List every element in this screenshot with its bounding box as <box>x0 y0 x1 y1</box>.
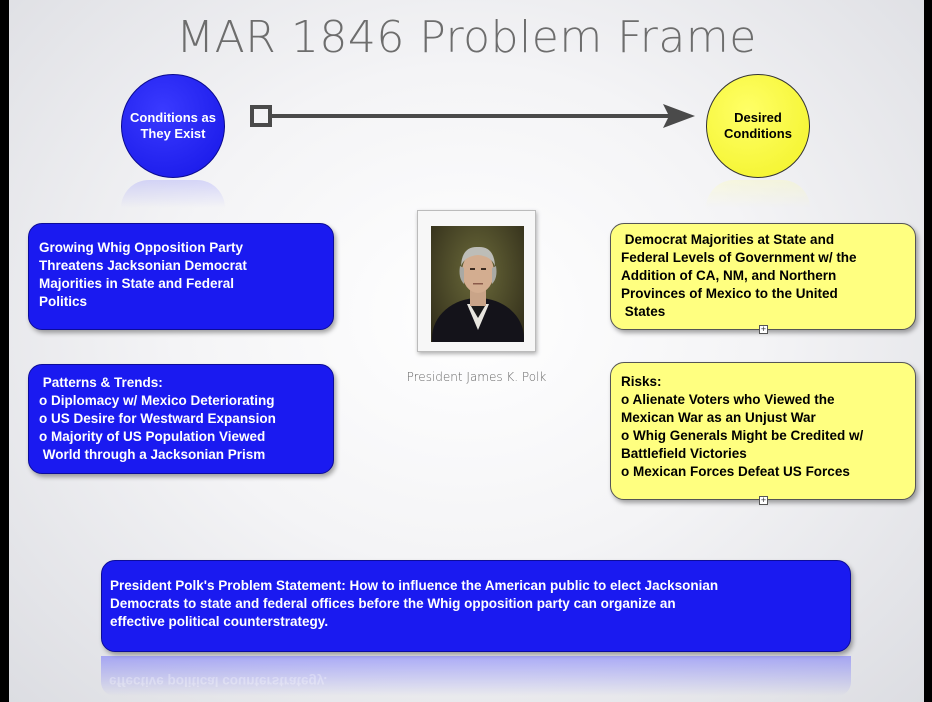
box-line: o Whig Generals Might be Credited w/ <box>621 428 864 443</box>
reflection-text: effective political counterstrategy. <box>109 674 328 689</box>
box-line: Threatens Jacksonian Democrat <box>39 258 247 273</box>
box-line: States <box>621 304 666 319</box>
slide-title: MAR 1846 Problem Frame <box>176 12 757 63</box>
desired-circle-line: Desired <box>734 110 782 125</box>
problem-statement-box[interactable]: President Polk's Problem Statement: How … <box>101 560 851 652</box>
conditions-circle[interactable]: Conditions as They Exist <box>121 74 225 178</box>
box-line: Majorities in State and Federal <box>39 276 235 291</box>
expand-icon[interactable]: + <box>759 324 768 334</box>
box-line: o Alienate Voters who Viewed the <box>621 392 835 407</box>
box-line: Patterns & Trends: <box>39 375 163 390</box>
box-line: Risks: <box>621 374 662 389</box>
growing-whig-box[interactable]: Growing Whig Opposition Party Threatens … <box>28 223 334 330</box>
arrowhead-icon <box>663 104 695 128</box>
box-line: Democrats to state and federal offices b… <box>110 596 676 611</box>
box-line: Growing Whig Opposition Party <box>39 240 243 255</box>
polk-portrait <box>431 226 524 342</box>
portrait-figure-icon <box>432 246 524 342</box>
box-line: Battlefield Victories <box>621 446 747 461</box>
box-line: President Polk's Problem Statement: How … <box>110 578 719 593</box>
box-line: o Diplomacy w/ Mexico Deteriorating <box>39 393 275 408</box>
connector-arrow <box>250 104 695 128</box>
box-line: o US Desire for Westward Expansion <box>39 411 276 426</box>
conditions-circle-line: They Exist <box>140 126 206 141</box>
portrait-caption: President James K. Polk <box>406 370 547 384</box>
problem-statement-reflection: effective political counterstrategy. <box>101 656 851 696</box>
desired-circle[interactable]: Desired Conditions <box>706 74 810 178</box>
box-line: Provinces of Mexico to the United <box>621 286 838 301</box>
box-line: Federal Levels of Government w/ the <box>621 250 857 265</box>
democrat-majorities-box[interactable]: Democrat Majorities at State and Federal… <box>610 223 916 330</box>
desired-circle-line: Conditions <box>724 126 792 141</box>
risks-box[interactable]: Risks: o Alienate Voters who Viewed the … <box>610 362 916 500</box>
box-line: Mexican War as an Unjust War <box>621 410 816 425</box>
expand-icon[interactable]: + <box>759 495 768 505</box>
box-line: o Mexican Forces Defeat US Forces <box>621 464 850 479</box>
box-line: Politics <box>39 294 88 309</box>
box-line: World through a Jacksonian Prism <box>39 447 266 462</box>
box-line: Addition of CA, NM, and Northern <box>621 268 837 283</box>
patterns-trends-box[interactable]: Patterns & Trends: o Diplomacy w/ Mexico… <box>28 364 334 474</box>
desired-circle-reflection <box>706 180 810 208</box>
conditions-circle-line: Conditions as <box>130 110 216 125</box>
box-line: effective political counterstrategy. <box>110 614 329 629</box>
connector-start-square <box>250 105 272 127</box>
box-line: Democrat Majorities at State and <box>621 232 835 247</box>
box-line: o Majority of US Population Viewed <box>39 429 266 444</box>
portrait-frame <box>417 210 536 352</box>
conditions-circle-reflection <box>121 180 225 208</box>
slide: MAR 1846 Problem Frame Conditions as The… <box>9 0 924 702</box>
